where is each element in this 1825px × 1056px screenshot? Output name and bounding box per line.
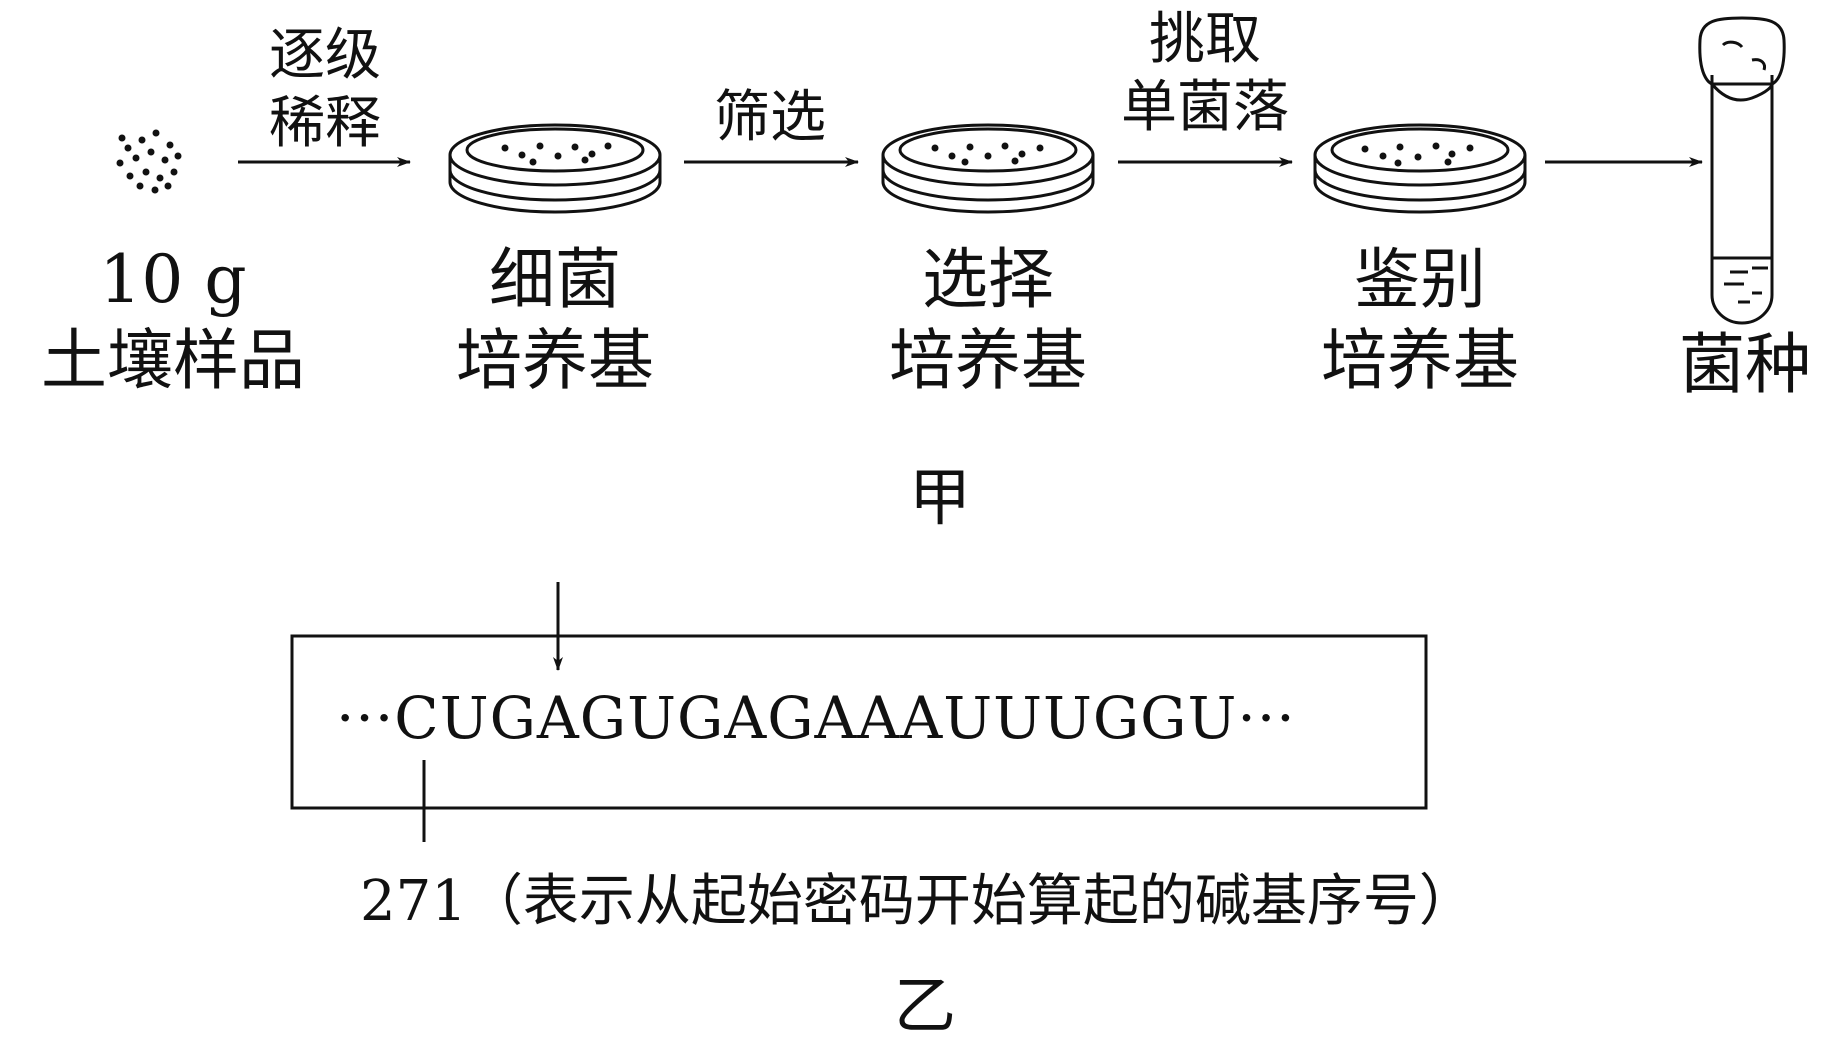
test-tube-strain xyxy=(1700,18,1784,323)
step-soil-line1: 10 g xyxy=(28,240,318,321)
step-strain: 菌种 xyxy=(1665,325,1825,406)
soil-sample-dots xyxy=(117,130,182,194)
step-differential-line1: 鉴别 xyxy=(1300,240,1540,321)
step-bacterial-line1: 细菌 xyxy=(435,240,675,321)
step-strain-line1: 菌种 xyxy=(1665,325,1825,406)
arrow-dilute-line1: 逐级 xyxy=(245,22,405,90)
arrow-pick-line1: 挑取 xyxy=(1105,6,1305,74)
step-differential-medium: 鉴别 培养基 xyxy=(1300,240,1540,401)
petri-dish-selective xyxy=(883,125,1093,212)
step-bacterial-line2: 培养基 xyxy=(435,321,675,402)
petri-dish-differential xyxy=(1315,125,1525,212)
arrow-label-screen: 筛选 xyxy=(690,84,850,152)
step-selective-medium: 选择 培养基 xyxy=(868,240,1108,401)
step-soil-line2: 土壤样品 xyxy=(28,321,318,402)
figure-a-caption: 甲 xyxy=(880,460,1000,536)
step-bacterial-medium: 细菌 培养基 xyxy=(435,240,675,401)
arrow-screen-line1: 筛选 xyxy=(690,84,850,152)
step-differential-line2: 培养基 xyxy=(1300,321,1540,402)
step-selective-line2: 培养基 xyxy=(868,321,1108,402)
step-selective-line1: 选择 xyxy=(868,240,1108,321)
figure-b-caption: 乙 xyxy=(865,968,985,1044)
position-note: 271（表示从起始密码开始算起的碱基序号） xyxy=(360,856,1475,937)
arrow-label-pick-colony: 挑取 单菌落 xyxy=(1105,6,1305,143)
mrna-sequence: ···CUGAGUGAGAAAUUUGGU··· xyxy=(336,684,1296,752)
arrow-label-dilute: 逐级 稀释 xyxy=(245,22,405,159)
petri-dish-bacterial xyxy=(450,125,660,212)
step-soil-sample: 10 g 土壤样品 xyxy=(28,240,318,401)
arrow-dilute-line2: 稀释 xyxy=(245,90,405,158)
arrow-pick-line2: 单菌落 xyxy=(1105,74,1305,142)
